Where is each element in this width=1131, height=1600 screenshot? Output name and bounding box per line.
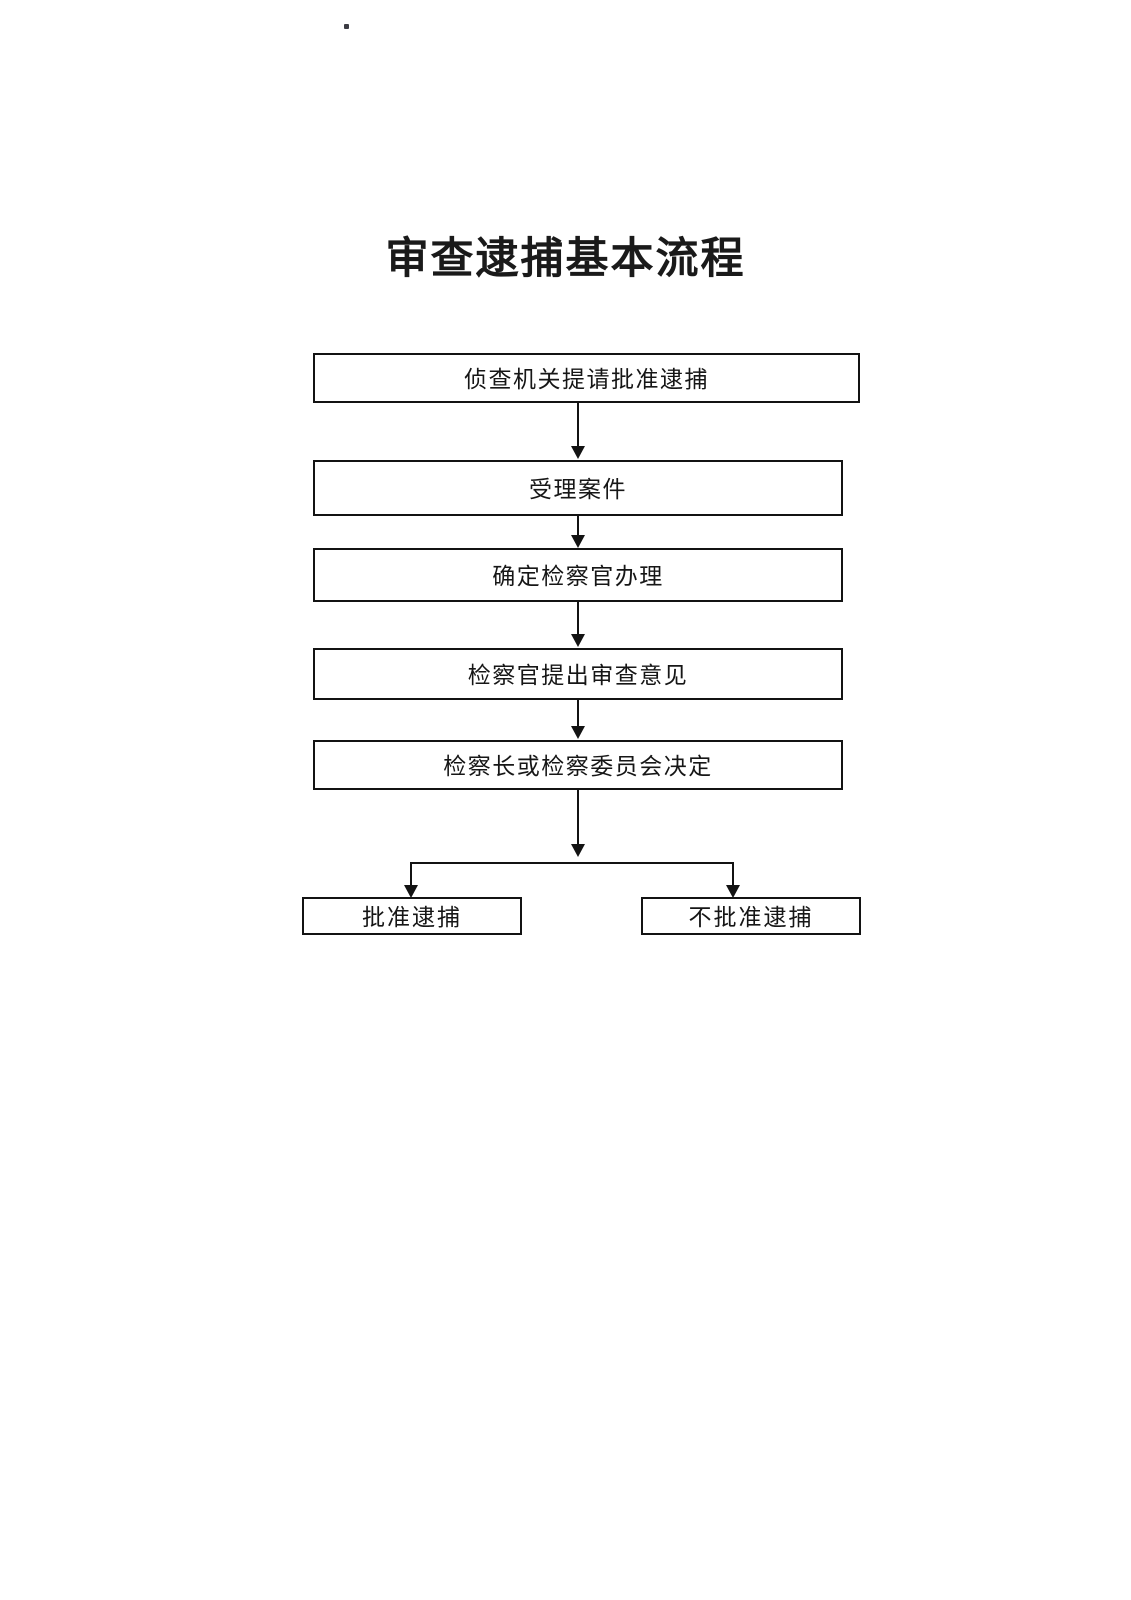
flow-node-label: 确定检察官办理 [492, 563, 664, 590]
connector-branch-right [732, 862, 734, 890]
connector-branch-left [410, 862, 412, 890]
arrow-head-step5-branch [571, 844, 585, 857]
connector-step1-step2 [577, 403, 579, 448]
flow-node-step-4: 检察官提出审查意见 [313, 648, 843, 700]
connector-step3-step4 [577, 602, 579, 636]
arrow-head-step1-step2 [571, 446, 585, 459]
flow-node-label: 检察官提出审查意见 [467, 662, 689, 689]
connector-step2-step3 [577, 516, 579, 538]
flow-node-step-2: 受理案件 [313, 460, 843, 516]
connector-step4-step5 [577, 700, 579, 728]
branch-bar [410, 862, 734, 864]
flow-node-step-5: 检察长或检察委员会决定 [313, 740, 843, 790]
flow-node-label: 受理案件 [529, 476, 627, 503]
connector-step5-branch [577, 790, 579, 846]
flow-node-label: 不批准逮捕 [688, 904, 814, 931]
flow-node-step-1: 侦查机关提请批准逮捕 [313, 353, 860, 403]
page-title: 审查逮捕基本流程 [385, 234, 746, 284]
arrow-head-branch-right [726, 885, 740, 898]
scan-speck-artifact [344, 24, 349, 29]
flow-node-outcome-approve: 批准逮捕 [302, 897, 522, 935]
flow-node-label: 侦查机关提请批准逮捕 [464, 366, 709, 393]
flow-node-outcome-deny: 不批准逮捕 [641, 897, 861, 935]
flow-node-step-3: 确定检察官办理 [313, 548, 843, 602]
arrow-head-branch-left [404, 885, 418, 898]
flow-node-label: 批准逮捕 [362, 904, 462, 931]
arrow-head-step4-step5 [571, 726, 585, 739]
arrow-head-step2-step3 [571, 535, 585, 548]
flow-node-label: 检察长或检察委员会决定 [443, 753, 713, 780]
arrow-head-step3-step4 [571, 634, 585, 647]
